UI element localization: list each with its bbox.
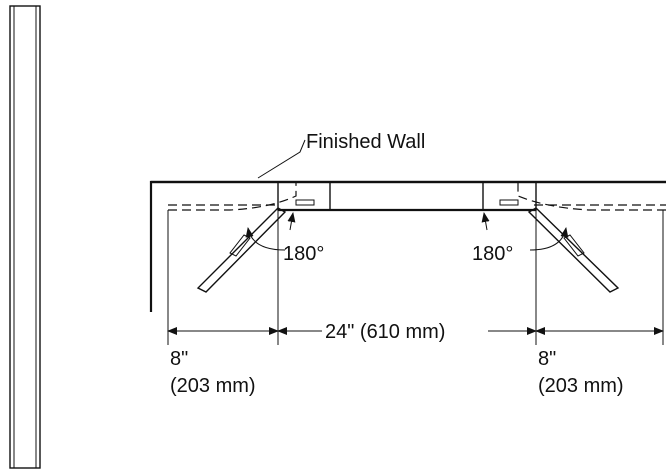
left-angle-label: 180° [283, 243, 324, 265]
finished-wall-outline [149, 180, 666, 312]
left-hinge [295, 199, 315, 206]
left-swing-arc [245, 212, 296, 251]
right-angle-label: 180° [472, 243, 513, 265]
right-clearance-inches: 8" [538, 348, 556, 370]
side-panel [9, 5, 41, 469]
left-clearance-mm: (203 mm) [170, 375, 256, 397]
finished-wall-leader [257, 139, 306, 179]
center-dimension-label: 24" (610 mm) [325, 321, 445, 343]
right-swing-arc [481, 212, 569, 251]
extension-lines [167, 210, 664, 345]
appliance-outline [168, 182, 666, 211]
right-door [527, 207, 620, 293]
right-hinge [499, 199, 519, 206]
right-clearance-mm: (203 mm) [538, 375, 624, 397]
left-clearance-inches: 8" [170, 348, 188, 370]
finished-wall-label: Finished Wall [306, 131, 425, 153]
unit-body [277, 181, 537, 212]
left-door [196, 207, 287, 293]
